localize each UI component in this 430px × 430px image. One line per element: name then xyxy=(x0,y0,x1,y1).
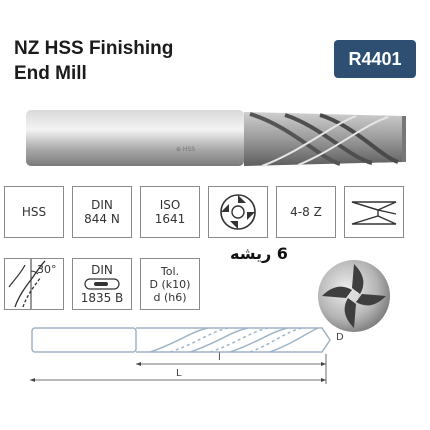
four-flute-cross-section-icon xyxy=(220,194,256,230)
shank-din-number: 1835 B xyxy=(80,291,124,305)
tolerance-box: Tol. D (k10) d (h6) xyxy=(140,258,200,310)
material-label: HSS xyxy=(21,205,47,219)
title-line-2: End Mill xyxy=(14,63,87,84)
iso-standard-box: ISO 1641 xyxy=(140,186,200,238)
total-length-label: L xyxy=(176,368,182,379)
product-title: NZ HSS Finishing End Mill xyxy=(14,36,173,86)
svg-text:⊕ HSS: ⊕ HSS xyxy=(176,146,195,153)
cross-section-box xyxy=(208,186,268,238)
cutting-length-label: l xyxy=(218,352,221,363)
iso-number: 1641 xyxy=(154,212,186,226)
din-number: 844 N xyxy=(84,212,120,226)
flute-count-label: 4-8 Z xyxy=(290,205,322,219)
center-cutting-icon xyxy=(351,201,397,225)
tolerance-d-shank: d (h6) xyxy=(153,290,187,304)
flute-count-caption: 6 ریشه xyxy=(230,244,288,263)
iso-label: ISO xyxy=(159,198,181,212)
center-cutting-box xyxy=(344,186,404,238)
shank-din-box: DIN 1835 B xyxy=(72,258,132,310)
material-box: HSS xyxy=(4,186,64,238)
shank-shape-icon xyxy=(84,278,120,290)
title-line-1: NZ HSS Finishing xyxy=(14,38,174,59)
product-code-badge: R4401 xyxy=(334,40,416,78)
diameter-label: D xyxy=(336,332,344,343)
tolerance-label: Tol. xyxy=(160,264,180,278)
end-mill-photo: ⊕ HSS xyxy=(26,110,406,167)
flute-count-box: 4-8 Z xyxy=(276,186,336,238)
din-label: DIN xyxy=(91,198,113,212)
shank-din-label: DIN xyxy=(91,263,113,277)
helix-angle-box: 30° xyxy=(4,258,64,310)
helix-angle-label: 30° xyxy=(37,263,57,276)
tolerance-d-cutting: D (k10) xyxy=(149,277,191,291)
din-standard-box: DIN 844 N xyxy=(72,186,132,238)
helix-angle-icon xyxy=(8,259,46,309)
end-view-photo xyxy=(318,260,390,332)
technical-drawing xyxy=(30,327,331,384)
